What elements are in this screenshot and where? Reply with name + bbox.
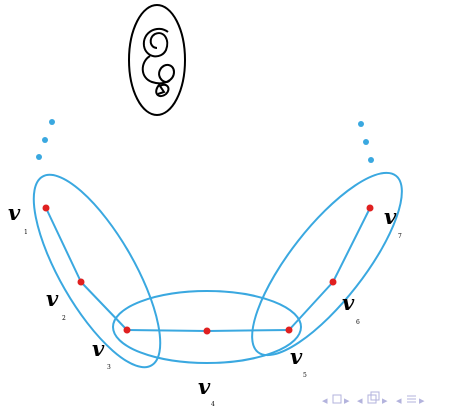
nav-section-icon[interactable] xyxy=(367,394,377,404)
vertex-subscript-v3: 3 xyxy=(107,364,111,371)
nav-section-group[interactable]: ◂ ▸ xyxy=(357,391,388,407)
vertex-label-v4: v xyxy=(198,374,211,399)
continuation-dot-left xyxy=(42,137,48,143)
vertex-subscript-v1: 1 xyxy=(24,229,28,236)
vertex-v7 xyxy=(366,204,374,212)
vertex-v3 xyxy=(123,326,131,334)
hyperedge-left xyxy=(32,173,162,369)
vertex-labels: v 1 v 2 v 3 v 4 v 5 v 6 v 7 xyxy=(8,200,402,407)
vertex-label-v1: v xyxy=(8,200,21,225)
continuation-dots xyxy=(36,119,374,163)
edge-v2-v3 xyxy=(80,281,128,331)
vertex-v1 xyxy=(42,204,50,212)
vertex-v5 xyxy=(285,326,293,334)
vertex-v6 xyxy=(329,278,337,286)
vertex-subscript-v7: 7 xyxy=(398,233,402,240)
nav-right-arrow-icon[interactable]: ▸ xyxy=(344,394,350,407)
vertex-label-v6: v xyxy=(342,290,355,315)
edge-v6-v7 xyxy=(332,207,371,283)
continuation-dot-left xyxy=(36,154,42,160)
nav-left-arrow-icon[interactable]: ◂ xyxy=(322,394,328,407)
continuation-dot-right xyxy=(368,157,374,163)
continuation-dot-right xyxy=(363,139,369,145)
spiral-logo-icon xyxy=(128,4,186,116)
nav-right-arrow-icon[interactable]: ▸ xyxy=(382,394,388,407)
nav-left-arrow-icon[interactable]: ◂ xyxy=(396,394,402,407)
path-edges-group xyxy=(45,207,371,332)
logo-outline xyxy=(128,4,186,116)
nav-right-arrow-icon[interactable]: ▸ xyxy=(419,394,425,407)
vertex-subscript-v4: 4 xyxy=(211,401,215,407)
vertex-v4 xyxy=(203,327,211,335)
edge-v3-v4 xyxy=(126,329,208,332)
logo-spiral-upper xyxy=(142,27,169,58)
vertex-v2 xyxy=(77,278,85,286)
vertex-label-v3: v xyxy=(92,336,105,361)
vertex-label-v7: v xyxy=(384,204,397,229)
continuation-dot-left xyxy=(49,119,55,125)
nav-subsection-group[interactable]: ◂ ▸ xyxy=(396,394,425,407)
edge-v5-v6 xyxy=(288,281,334,331)
hyperedges-group xyxy=(32,171,403,369)
vertex-label-v5: v xyxy=(290,344,303,369)
hyperedge-middle xyxy=(112,290,302,364)
edge-v4-v5 xyxy=(206,329,290,332)
continuation-dot-right xyxy=(358,121,364,127)
nav-frame-icon[interactable] xyxy=(332,394,342,404)
vertex-subscript-v5: 5 xyxy=(303,372,307,379)
nav-frame-group[interactable]: ◂ ▸ xyxy=(322,394,350,407)
vertex-subscript-v2: 2 xyxy=(62,315,66,322)
navigation-controls: ◂ ▸ ◂ ▸ ◂ ▸ xyxy=(322,391,425,407)
logo-spiral-lower xyxy=(141,55,176,85)
nav-section-icon-back xyxy=(370,391,380,401)
vertex-label-v2: v xyxy=(46,286,59,311)
nav-left-arrow-icon[interactable]: ◂ xyxy=(357,394,363,407)
vertices-group xyxy=(42,204,374,335)
edge-v1-v2 xyxy=(45,207,82,283)
logo-spiral-tail xyxy=(155,83,170,98)
hyperedge-right xyxy=(251,171,403,357)
vertex-subscript-v6: 6 xyxy=(356,319,360,326)
